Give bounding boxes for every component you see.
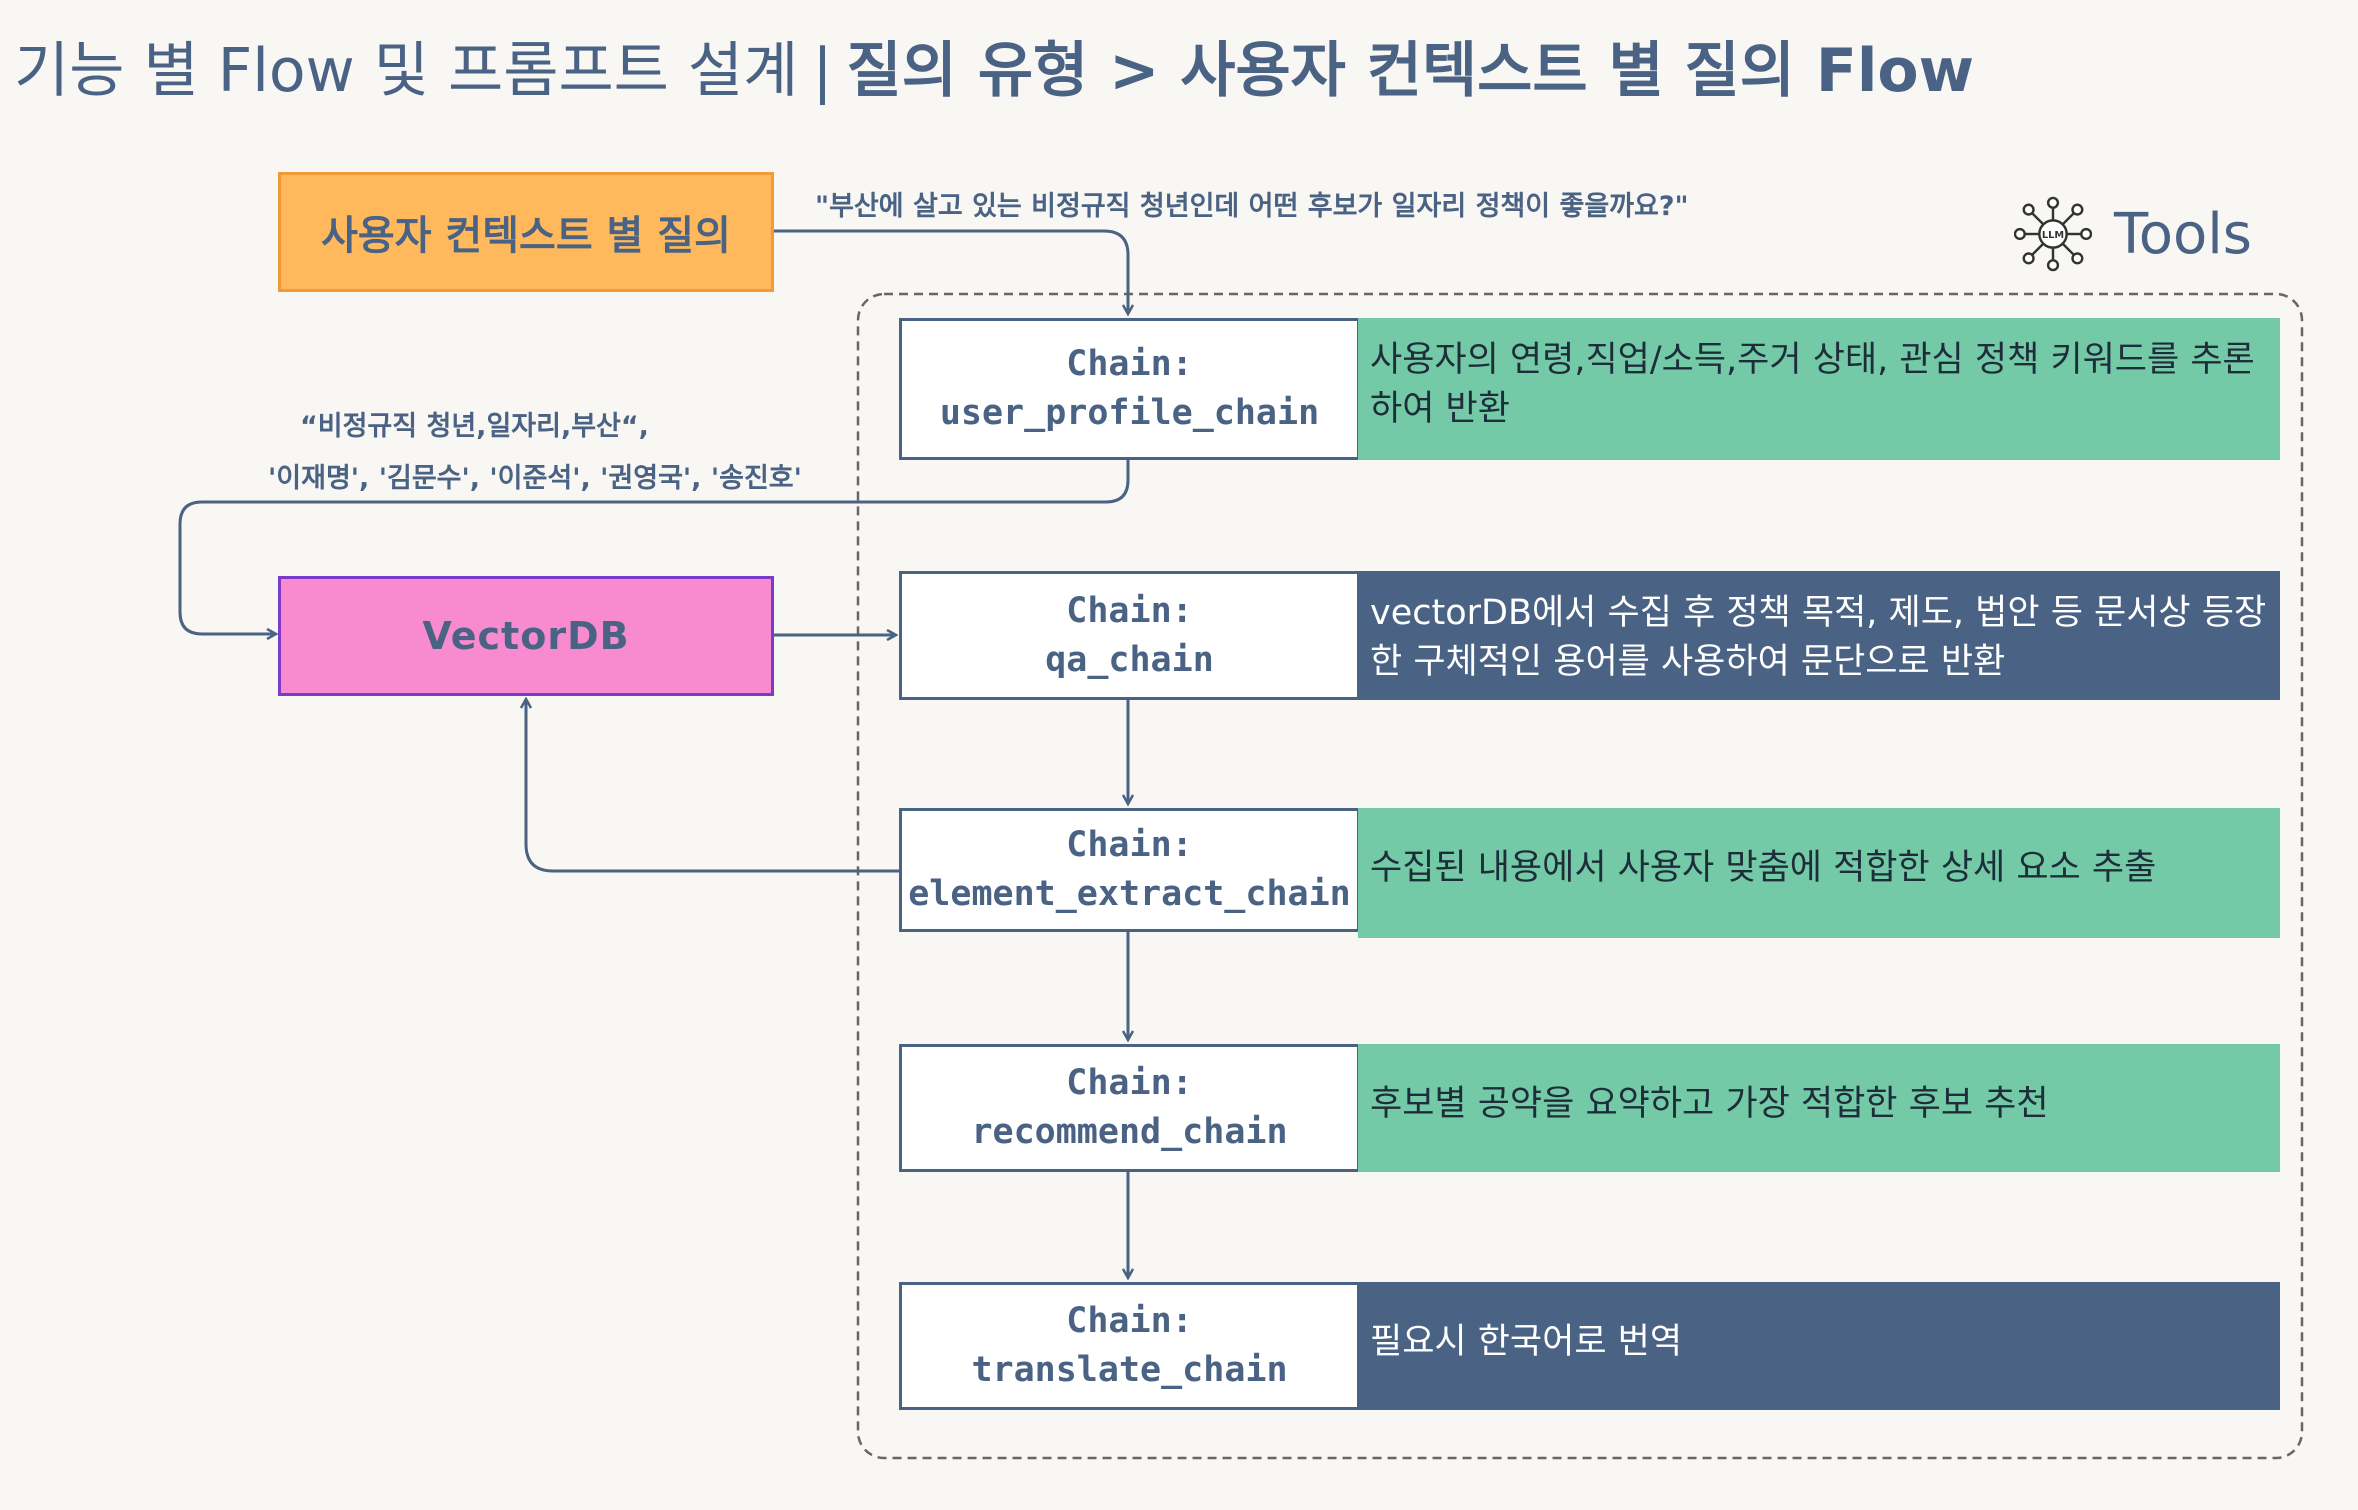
chain-name: element_extract_chain [908,874,1351,914]
chain-prefix: Chain: [1066,1301,1193,1341]
chain-name: recommend_chain [971,1112,1288,1152]
chain-element-extract-description: 수집된 내용에서 사용자 맞춤에 적합한 상세 요소 추출 [1358,808,2280,938]
extracted-keywords: “비정규직 청년,일자리,부산“, [300,411,649,442]
chain-recommend: Chain: recommend_chain [899,1044,1360,1172]
llm-icon-text: LLM [2042,230,2064,241]
chain-user-profile: Chain: user_profile_chain [899,318,1360,460]
llm-network-icon: LLM [2014,196,2092,272]
chain-prefix: Chain: [1066,590,1193,631]
chain-name: user_profile_chain [939,393,1320,433]
candidate-names: '이재명', '김문수', '이준석', '권영국', '송진호' [268,463,802,494]
page-title: 기능 별 Flow 및 프롬프트 설계|질의 유형 > 사용자 컨텍스트 별 질… [14,22,1974,109]
chain-prefix: Chain: [1066,825,1193,865]
chain-user-profile-description: 사용자의 연령,직업/소득,주거 상태, 관심 정책 키워드를 추론하여 반환 [1358,318,2280,460]
chain-prefix: Chain: [1066,344,1193,384]
chain-element-extract: Chain: element_extract_chain [899,808,1360,932]
arrow-extract-to-vectordb [526,699,899,873]
vectordb-node: VectorDB [278,576,774,696]
arrow-profile-to-vectordb [178,460,1130,634]
chain-qa: Chain: qa_chain [899,571,1360,700]
title-main: 질의 유형 > 사용자 컨텍스트 별 질의 Flow [846,36,1975,106]
chain-translate-description: 필요시 한국어로 번역 [1358,1282,2280,1410]
chain-name: qa_chain [1045,639,1214,680]
chain-recommend-description: 후보별 공약을 요약하고 가장 적합한 후보 추천 [1358,1044,2280,1172]
sample-question: "부산에 살고 있는 비정규직 청년인데 어떤 후보가 일자리 정책이 좋을까요… [815,191,1689,222]
title-separator: | [812,36,833,106]
chain-translate: Chain: translate_chain [899,1282,1360,1410]
chain-name: translate_chain [971,1350,1288,1390]
user-context-query-node: 사용자 컨텍스트 별 질의 [278,172,774,292]
tools-header: LLM Tools [2014,195,2252,273]
chain-qa-description: vectorDB에서 수집 후 정책 목적, 제도, 법안 등 문서상 등장한 … [1358,571,2280,700]
arrow-query-to-profile [774,229,1128,314]
title-prefix: 기능 별 Flow 및 프롬프트 설계 [14,36,799,106]
tools-container [856,292,2304,1460]
tools-label: Tools [2114,201,2252,267]
chain-prefix: Chain: [1066,1063,1193,1103]
